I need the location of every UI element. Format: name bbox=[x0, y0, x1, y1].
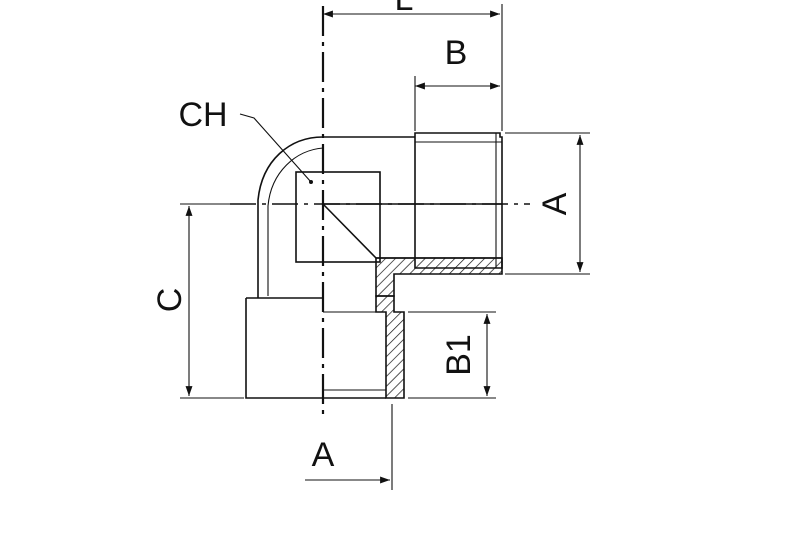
label-thread-length: B bbox=[445, 34, 468, 72]
dimension-labels: L B CH A C B1 A bbox=[151, 0, 574, 474]
label-top-dimension: L bbox=[395, 0, 414, 18]
hatched-wall-vertical bbox=[375, 295, 405, 399]
label-thread-diameter-right: A bbox=[536, 192, 574, 215]
lower-socket bbox=[245, 297, 386, 399]
label-height: C bbox=[151, 288, 189, 313]
fitting-body bbox=[245, 132, 503, 399]
label-hex-size: CH bbox=[178, 96, 227, 134]
elbow-outer-curve bbox=[257, 136, 324, 298]
label-thread-diameter-bottom: A bbox=[312, 436, 335, 474]
hex-body bbox=[295, 171, 381, 263]
male-thread bbox=[414, 132, 503, 269]
label-socket-length: B1 bbox=[440, 334, 478, 376]
elbow-inner-curve bbox=[267, 147, 324, 296]
hatched-wall-horizontal bbox=[375, 257, 503, 297]
dimension-lines bbox=[180, 4, 590, 490]
ch-leader bbox=[239, 113, 312, 183]
section-diagonal bbox=[322, 203, 377, 259]
